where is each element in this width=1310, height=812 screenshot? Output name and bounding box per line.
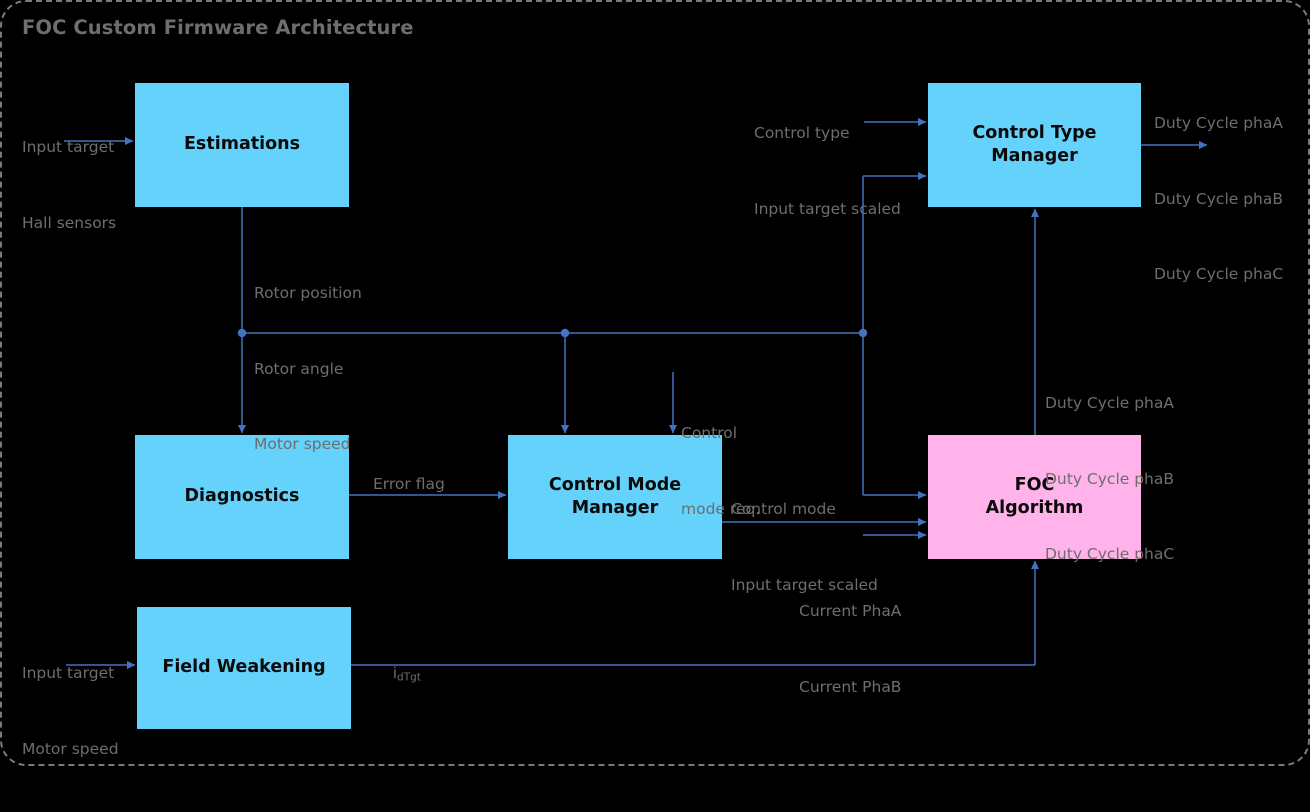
label-cmm-req-2: mode req. <box>681 499 761 518</box>
label-error-flag: Error flag <box>373 475 445 493</box>
label-fw-in-2: Motor speed <box>22 739 119 758</box>
block-foc-algorithm-line1: FOC <box>1014 474 1055 495</box>
label-cmm-out-2: Input target scaled <box>731 575 878 594</box>
block-control-type-manager-line2: Manager <box>991 146 1078 166</box>
block-control-mode-manager[interactable]: Control Mode Manager <box>508 435 722 559</box>
block-control-mode-manager-line1: Control Mode <box>548 474 682 495</box>
label-ctm-in-1: Control type <box>754 124 850 143</box>
label-ctm-out-3: Duty Cycle phaC <box>1154 264 1284 283</box>
block-estimations-label: Estimations <box>183 134 301 155</box>
label-current-1: Current PhaA <box>799 602 902 621</box>
label-current-2: Current PhaB <box>799 677 902 696</box>
block-foc-algorithm[interactable]: FOC Algorithm <box>928 435 1141 559</box>
label-estimations-in-2: Hall sensors <box>22 213 117 232</box>
label-foc-out-1: Duty Cycle phaA <box>1045 394 1174 413</box>
label-foc-duty-cycles: Duty Cycle phaA Duty Cycle phaB Duty Cyc… <box>1045 341 1174 617</box>
diagram-canvas: FOC Custom Firmware Architecture <box>0 0 1310 766</box>
label-ctm-out-2: Duty Cycle phaB <box>1154 189 1284 208</box>
wire-junction-dots <box>237 328 868 338</box>
block-estimations[interactable]: Estimations <box>135 83 349 207</box>
label-foc-out-2: Duty Cycle phaB <box>1045 469 1175 488</box>
junction-dot-control-mode-manager <box>560 328 570 338</box>
label-estimations-inputs: Input target Hall sensors <box>22 85 116 286</box>
label-estimations-in-1: Input target <box>22 138 115 157</box>
block-control-mode-manager-line2: Manager <box>571 498 659 518</box>
label-ctm-in-2: Input target scaled <box>754 199 901 218</box>
label-control-mode-manager-outputs: Control mode Input target scaled <box>731 447 878 648</box>
junction-dot-diagnostics <box>237 328 247 338</box>
block-control-type-manager-line1: Control Type <box>972 122 1097 143</box>
label-foc-out-3: Duty Cycle phaC <box>1045 544 1175 563</box>
label-fw-in-1: Input target <box>22 664 115 683</box>
label-estimations-out-3: Motor speed <box>254 434 351 453</box>
label-fw-out: i <box>392 664 398 683</box>
label-estimations-outputs: Rotor position Rotor angle Motor speed <box>254 231 362 507</box>
label-fw-out-sub: dTgt <box>397 671 421 684</box>
label-estimations-out-1: Rotor position <box>254 284 362 303</box>
wire-layer <box>64 117 1208 670</box>
block-diagnostics-label: Diagnostics <box>184 486 300 507</box>
block-field-weakening[interactable]: Field Weakening <box>137 607 351 729</box>
label-cmm-req-1: Control <box>681 424 738 443</box>
label-cmm-out-1: Control mode <box>731 500 836 519</box>
label-control-type-manager-inputs: Control type Input target scaled <box>754 71 901 272</box>
block-field-weakening-label: Field Weakening <box>162 657 326 678</box>
block-control-type-manager[interactable]: Control Type Manager <box>928 83 1141 207</box>
block-foc-algorithm-line2: Algorithm <box>985 498 1084 518</box>
block-diagnostics[interactable]: Diagnostics <box>135 435 349 559</box>
label-estimations-out-2: Rotor angle <box>254 359 344 378</box>
junction-dot-right-trunk <box>858 328 868 338</box>
label-control-mode-req: Control mode req. <box>681 371 760 572</box>
label-current-phases: Current PhaA Current PhaB <box>799 549 901 750</box>
page-title: FOC Custom Firmware Architecture <box>22 16 414 39</box>
label-control-type-manager-outputs: Duty Cycle phaA Duty Cycle phaB Duty Cyc… <box>1154 61 1283 337</box>
label-field-weakening-inputs: Input target Motor speed <box>22 611 119 812</box>
label-field-weakening-output: idTgt <box>373 636 421 712</box>
label-ctm-out-1: Duty Cycle phaA <box>1154 114 1283 133</box>
